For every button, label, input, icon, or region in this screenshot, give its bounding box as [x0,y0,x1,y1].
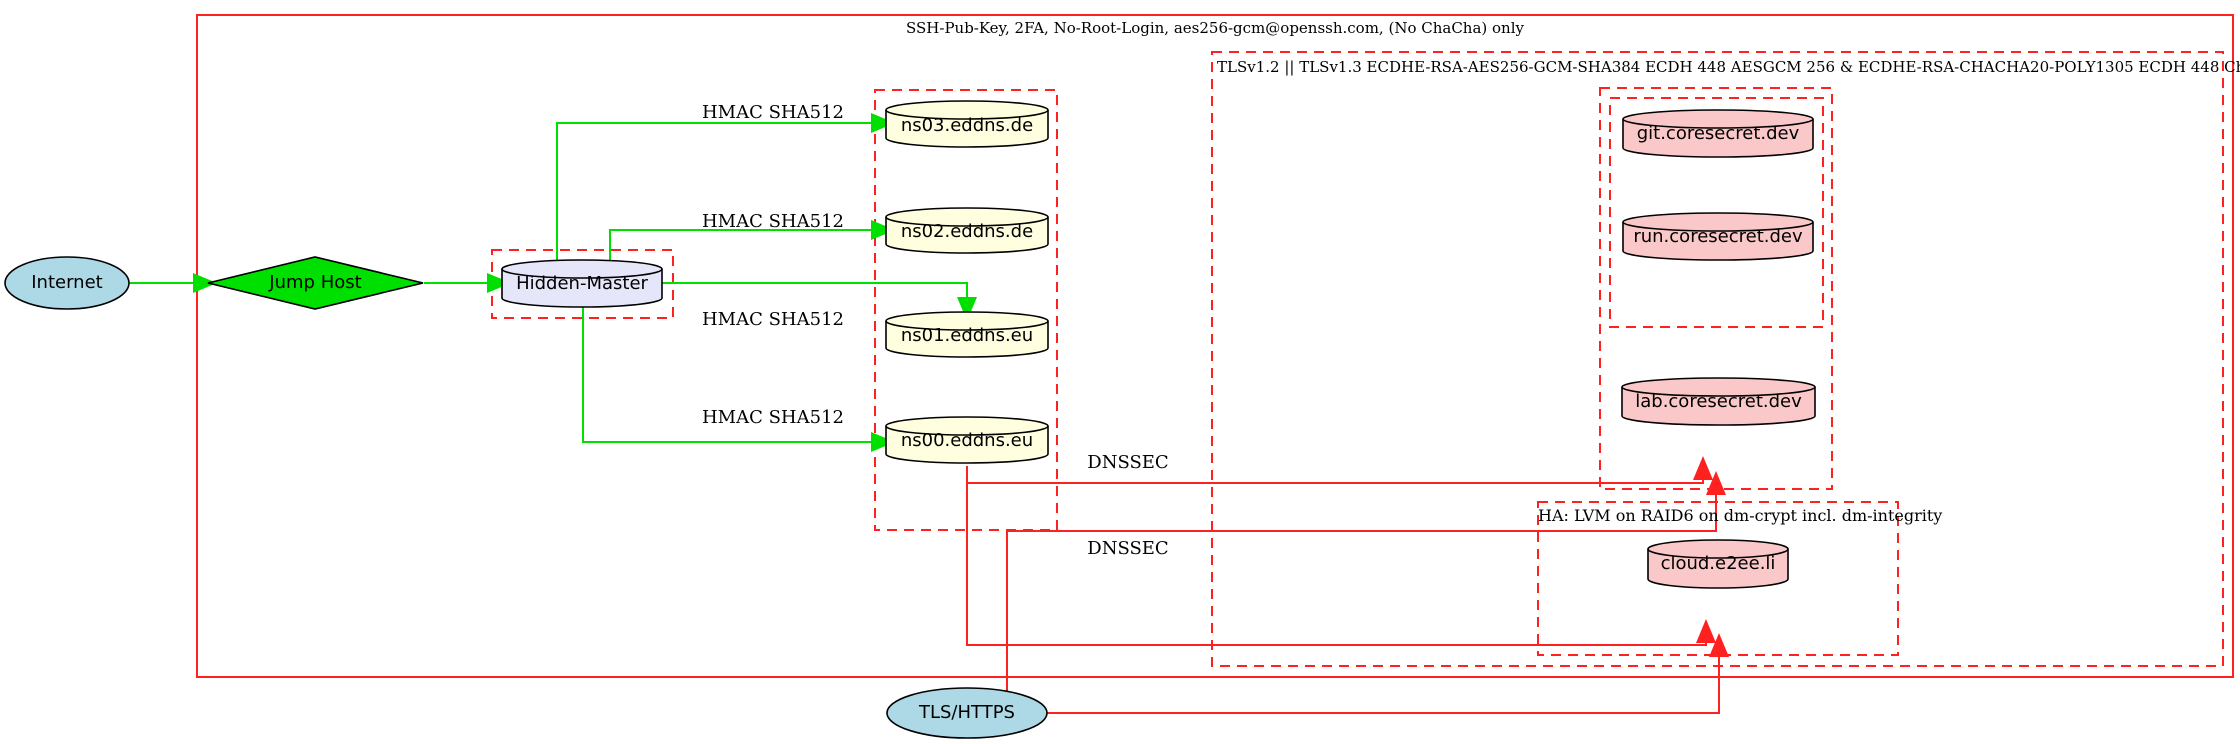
node-cloud [1647,539,1789,589]
lab-label: lab.coresecret.dev [1635,391,1802,412]
ns03-label: ns03.eddns.de [900,115,1034,136]
node-ns02 [885,207,1049,254]
hmac-label-ns00: HMAC SHA512 [701,407,844,428]
edge-ns00-ha [966,483,1716,646]
node-jump-host [207,256,424,310]
tls-zone-label: TLSv1.2 || TLSv1.3 ECDHE-RSA-AES256-GCM-… [1217,58,2240,76]
git-label: git.coresecret.dev [1636,123,1800,144]
tls-https-label: TLS/HTTPS [918,702,1015,723]
hidden-master-label: Hidden-Master [516,273,648,294]
node-git [1622,109,1814,158]
red-edges [966,456,1729,714]
node-run [1622,212,1814,261]
node-hidden-master [501,259,663,308]
hmac-label-ns02: HMAC SHA512 [701,211,844,232]
cluster-ssh-zone [196,14,2234,678]
ns00-label: ns00.eddns.eu [900,430,1034,451]
edge-hiddenmaster-ns03 [556,113,895,262]
cloud-label: cloud.e2ee.li [1660,553,1776,574]
edge-ns00-services [966,456,1713,484]
cluster-tls-zone [1211,51,2224,667]
node-ns00 [885,416,1049,464]
internet-label: Internet [31,272,103,293]
ssh-zone-label: SSH-Pub-Key, 2FA, No-Root-Login, aes256-… [906,19,1524,37]
node-lab [1621,377,1816,426]
nodes [4,100,1816,739]
edge-hiddenmaster-ns00 [582,307,895,452]
ns01-label: ns01.eddns.eu [900,325,1034,346]
green-edges [129,113,977,452]
node-ns03 [885,100,1049,148]
ns02-label: ns02.eddns.de [900,221,1034,242]
node-internet [4,256,130,310]
edge-tlshttps-ha [1047,633,1729,714]
cluster-services-inner-zone [1609,97,1824,328]
dnssec-label-services: DNSSEC [1087,452,1169,473]
node-tls-https [886,687,1048,739]
jump-host-label: Jump Host [269,272,362,293]
ha-zone-label: HA: LVM on RAID6 on dm-crypt incl. dm-in… [1538,506,1943,525]
edge-hiddenmaster-ns02 [609,220,895,262]
cluster-borders [196,14,2234,678]
cluster-ha-zone [1537,501,1899,656]
edge-hiddenmaster-ns01 [662,282,977,321]
hmac-label-ns03: HMAC SHA512 [701,102,844,123]
cluster-nameserver-zone [874,89,1058,531]
run-label: run.coresecret.dev [1633,226,1803,247]
node-ns01 [885,311,1049,358]
hmac-label-ns01: HMAC SHA512 [701,309,844,330]
dnssec-label-ha: DNSSEC [1087,538,1169,559]
edge-tlshttps-services [1006,471,1726,692]
